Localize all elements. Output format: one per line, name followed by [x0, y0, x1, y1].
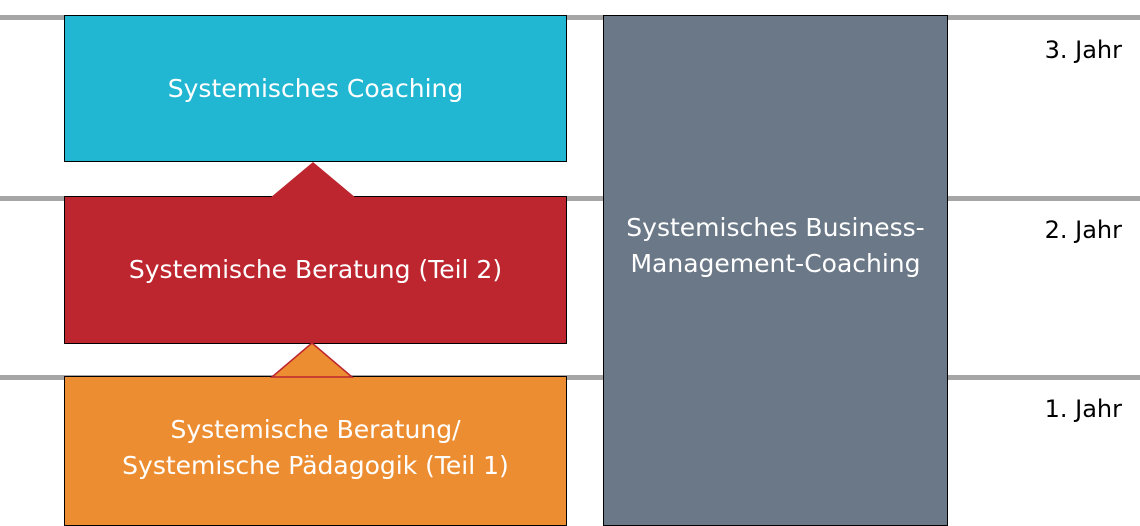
- box-systemische-beratung-teil2: Systemische Beratung (Teil 2): [64, 196, 567, 344]
- box-systemische-beratung-teil1: Systemische Beratung/ Systemische Pädago…: [64, 376, 567, 526]
- divider-line-year2: [0, 196, 1140, 201]
- box-systemische-beratung-teil1-label: Systemische Beratung/ Systemische Pädago…: [122, 415, 509, 480]
- year-label-2: 2. Jahr: [1044, 216, 1122, 244]
- divider-line-year1: [0, 375, 1140, 380]
- box-systemisches-business-management-coaching: Systemisches Business- Management-Coachi…: [603, 15, 948, 526]
- box-systemisches-coaching-label: Systemisches Coaching: [167, 73, 464, 103]
- year-label-1: 1. Jahr: [1044, 395, 1122, 423]
- year-label-3: 3. Jahr: [1044, 36, 1122, 64]
- box-business-management-coaching-label: Systemisches Business- Management-Coachi…: [626, 212, 925, 278]
- arrow-up-to-beratung2: [269, 342, 355, 378]
- arrow-up-to-coaching: [270, 162, 356, 198]
- box-systemische-beratung-teil2-label: Systemische Beratung (Teil 2): [128, 255, 503, 284]
- divider-line-year3: [0, 15, 1140, 20]
- box-systemisches-coaching: Systemisches Coaching: [64, 15, 567, 162]
